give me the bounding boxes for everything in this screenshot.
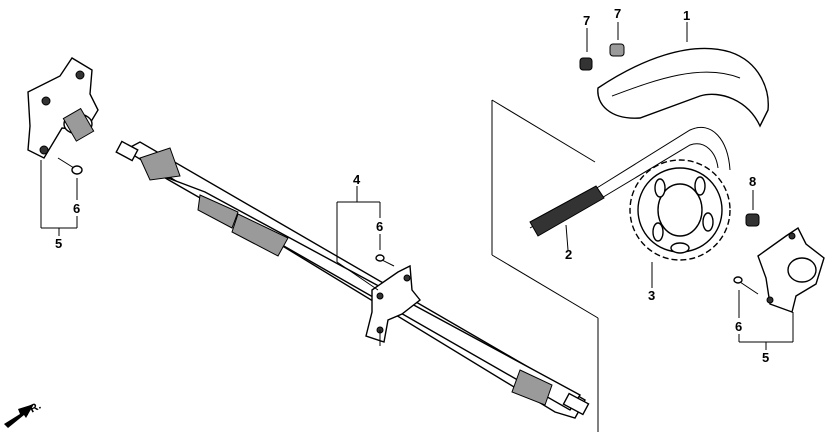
- callout-5-right: 5: [762, 350, 769, 365]
- hub-right: [757, 226, 825, 313]
- drive-chain: [529, 127, 731, 251]
- fr-label: FR.: [22, 400, 43, 419]
- nut-7b: [609, 22, 625, 57]
- callout-8: 8: [749, 174, 756, 189]
- callout-7-right: 7: [614, 6, 621, 21]
- callout-2: 2: [565, 247, 572, 262]
- callout-6-middle: 6: [376, 219, 383, 234]
- axle-hub: [365, 264, 421, 346]
- bolt-left: [57, 157, 83, 175]
- callout-6-left: 6: [73, 201, 80, 216]
- callout-1: 1: [683, 8, 690, 23]
- explode-frame: [491, 99, 599, 432]
- leader-4: [336, 186, 381, 291]
- callout-5-left: 5: [55, 236, 62, 251]
- callout-3: 3: [648, 288, 655, 303]
- hub-left: [27, 57, 99, 159]
- callout-7-left: 7: [583, 13, 590, 28]
- bolt-right: [733, 276, 759, 295]
- leader-5-left: [40, 160, 78, 236]
- chain-guard: [597, 22, 769, 128]
- front-direction-arrow: FR.: [4, 400, 43, 428]
- callout-6-right: 6: [735, 319, 742, 334]
- nut-8: [745, 190, 760, 227]
- axle: [115, 140, 590, 419]
- callout-4: 4: [353, 172, 361, 187]
- leader-5-right: [738, 290, 794, 350]
- sprocket: [629, 159, 731, 288]
- nut-7a: [579, 28, 593, 71]
- bolt-middle: [375, 254, 395, 267]
